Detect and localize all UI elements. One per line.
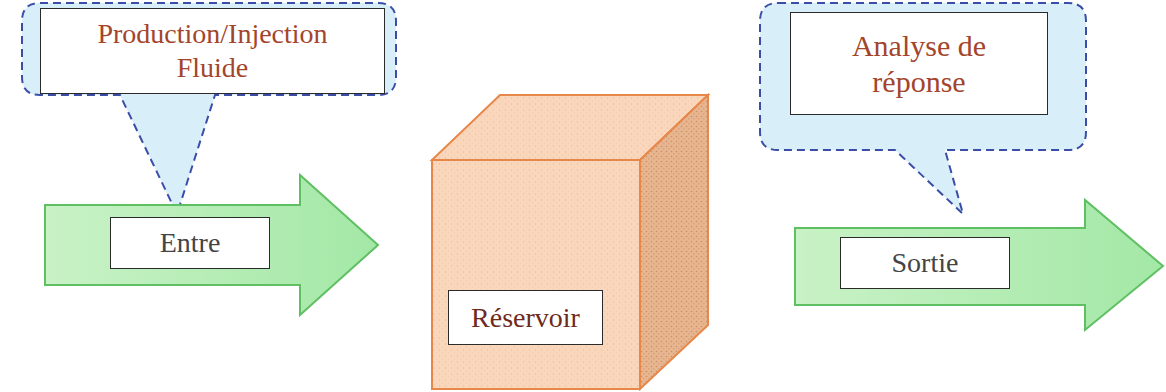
box-text: Production/Injection Fluide [63, 17, 363, 84]
cube-front [432, 160, 640, 389]
reservoir-box: Réservoir [448, 290, 603, 345]
box-text: Entre [160, 226, 221, 260]
box-text: Réservoir [471, 301, 580, 335]
box-text: Sortie [892, 246, 959, 280]
output-arrow [795, 200, 1163, 330]
cube-side [640, 95, 708, 389]
callout-bubble [22, 3, 396, 214]
callout-box: Production/Injection Fluide [40, 8, 385, 94]
callout-box: Analyse de réponse [790, 12, 1048, 115]
input-label-box: Entre [110, 217, 270, 269]
callout-bubble [760, 3, 1086, 214]
box-text: Analyse de réponse [829, 28, 1009, 100]
output-label-box: Sortie [840, 237, 1010, 289]
input-arrow [45, 175, 378, 315]
